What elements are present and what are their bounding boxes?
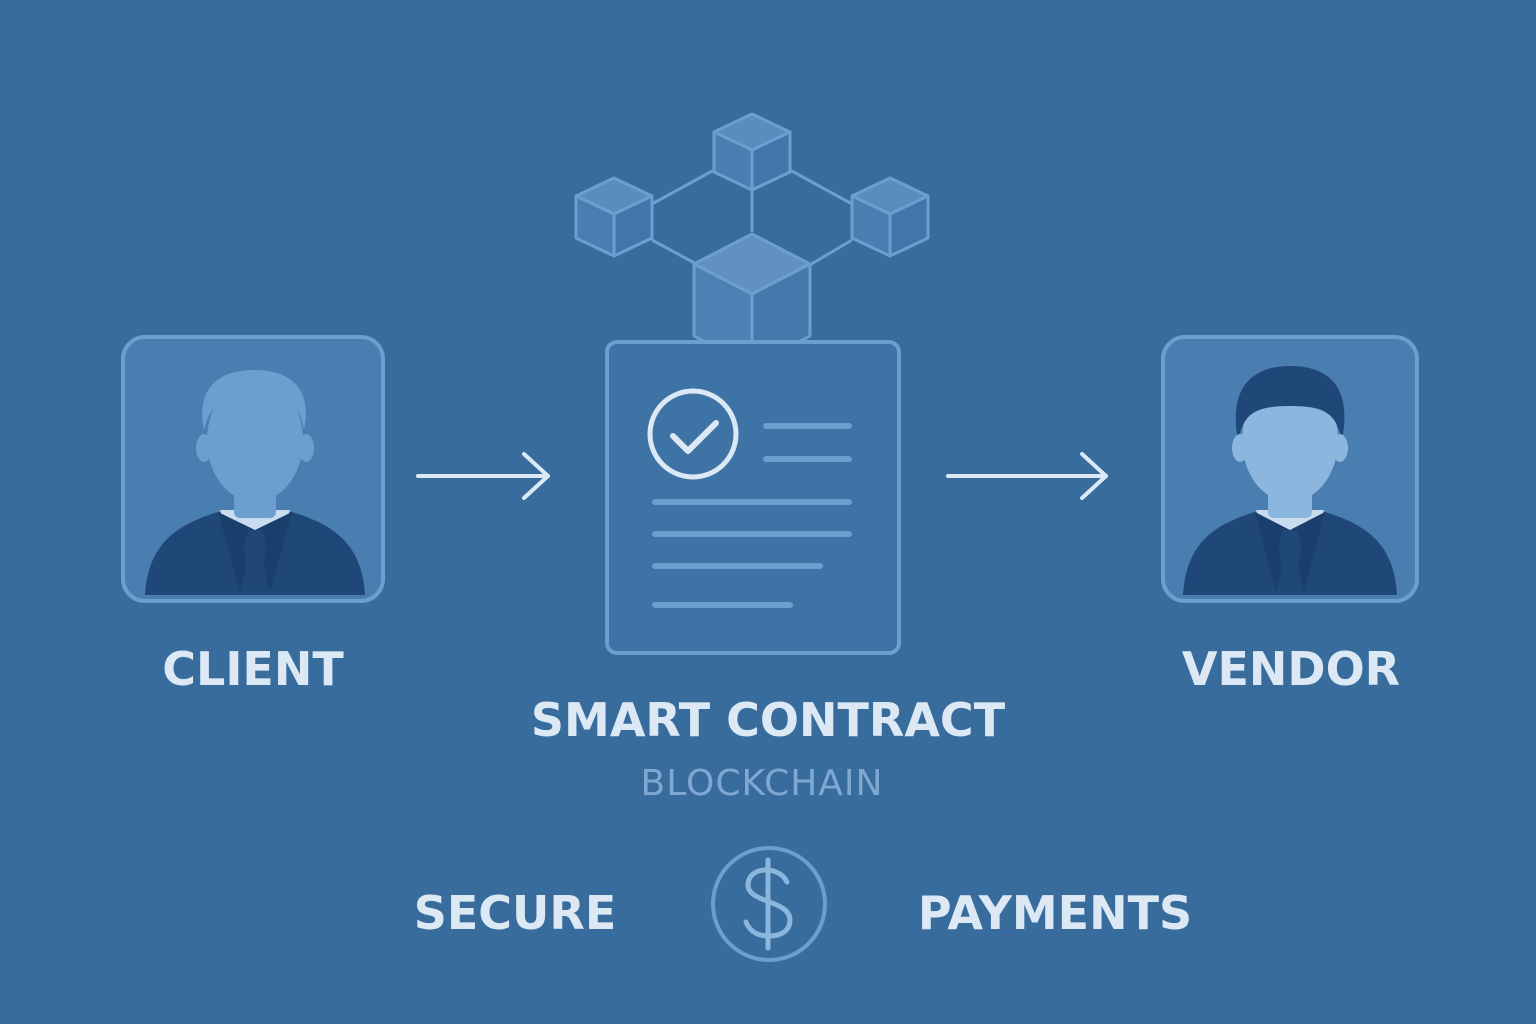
blockchain-label: BLOCKCHAIN (640, 763, 884, 804)
cube-left (574, 176, 654, 258)
vendor-card (1161, 335, 1419, 603)
cube-right (850, 176, 930, 258)
cube-connectors (651, 168, 853, 268)
arrow-right-icon (946, 452, 1108, 500)
person-icon (145, 370, 365, 595)
vendor-label: VENDOR (1181, 642, 1401, 696)
dollar-icon (711, 846, 827, 962)
person-icon (1183, 366, 1397, 595)
blockchain-cubes-icon (574, 112, 930, 368)
secure-label: SECURE (413, 886, 617, 940)
smart-contract-label: SMART CONTRACT (530, 693, 1006, 747)
cube-top (712, 112, 792, 192)
smart-contract-document (605, 340, 901, 655)
arrow-right-icon (416, 452, 550, 500)
payments-label: PAYMENTS (917, 886, 1193, 940)
client-label: CLIENT (162, 642, 344, 696)
client-card (121, 335, 385, 603)
document-check-icon (647, 388, 739, 480)
document-text-lines (652, 423, 852, 608)
